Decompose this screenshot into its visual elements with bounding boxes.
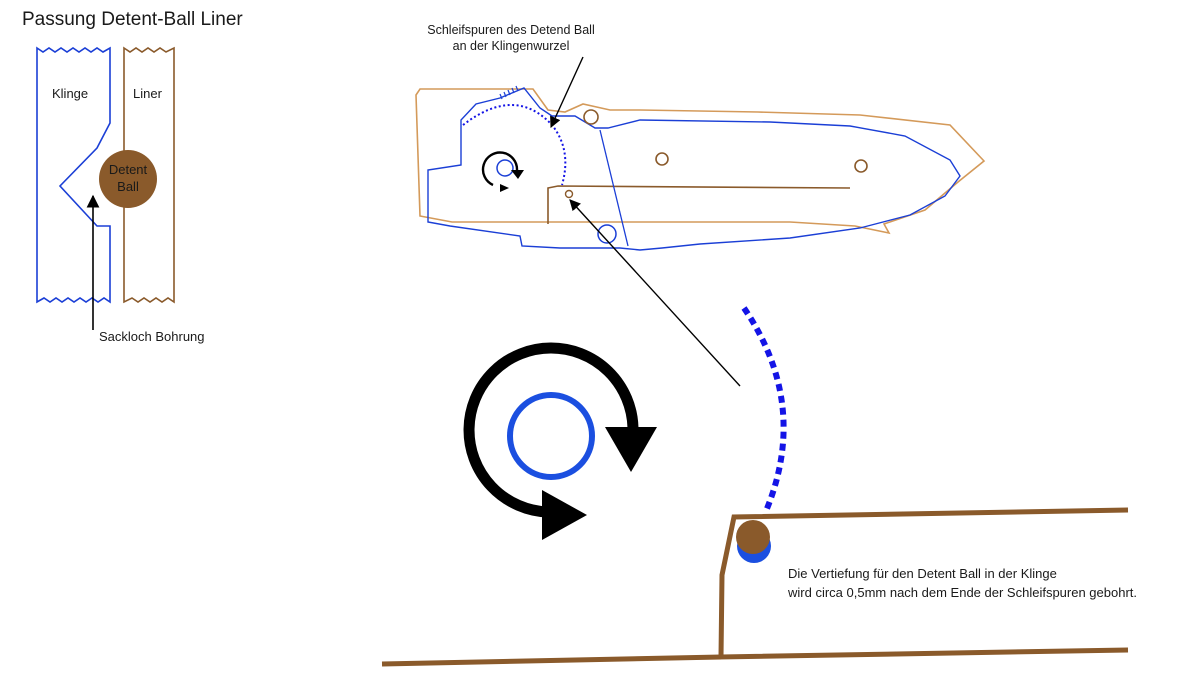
detent-ball [99,150,157,208]
knife-overview: Schleifspuren des Detend Ball an der Kli… [415,23,986,387]
page-title: Passung Detent-Ball Liner [22,9,243,30]
screw-middle [655,152,669,166]
handle-outline [415,88,986,235]
zoom-detail: Die Vertiefung für den Detent Ball in de… [381,306,1137,667]
screw-top [583,109,599,125]
rotation-arrowhead-large-2 [542,490,587,540]
grind-marks-label-1: Schleifspuren des Detend Ball [427,23,594,37]
blind-hole-label: Sackloch Bohrung [99,329,205,344]
rotation-arrowhead-large-1 [605,427,657,472]
cross-section-detail: Klinge Liner Detent Ball Sackloch Bohrun… [36,46,205,344]
liner-lock-line [547,185,851,224]
blade-label: Klinge [52,86,88,101]
liner-bottom-edge [381,654,722,667]
blade-lock-edge [599,129,629,247]
rotation-arrowhead-small-1 [511,170,524,179]
note-line-2: wird circa 0,5mm nach dem Ende der Schle… [787,585,1137,600]
rotation-arrow-large [463,342,639,518]
detent-ball-label-1: Detent [109,162,148,177]
grind-marks-arrow [550,56,584,129]
detent-ball-large [736,520,770,554]
liner-profile-large [718,507,1129,660]
liner-section [123,46,175,304]
rotation-arrow-small [481,151,519,187]
liner-label: Liner [133,86,163,101]
screw-tip [854,159,868,173]
jimping [499,85,519,100]
grind-marks-large [741,306,787,513]
stop-pin [597,224,617,244]
blade-outline [427,87,961,251]
note-line-1: Die Vertiefung für den Detent Ball in de… [788,566,1057,581]
pivot-small [496,159,514,177]
rotation-arrowhead-small-2 [500,184,509,192]
blade-section [36,46,111,304]
detail-leader-arrow [569,199,741,387]
detent-ball-small [564,189,574,199]
pivot-large [507,392,595,480]
grind-marks-label-2: an der Klingenwurzel [453,39,570,53]
detent-ball-label-2: Ball [117,179,139,194]
